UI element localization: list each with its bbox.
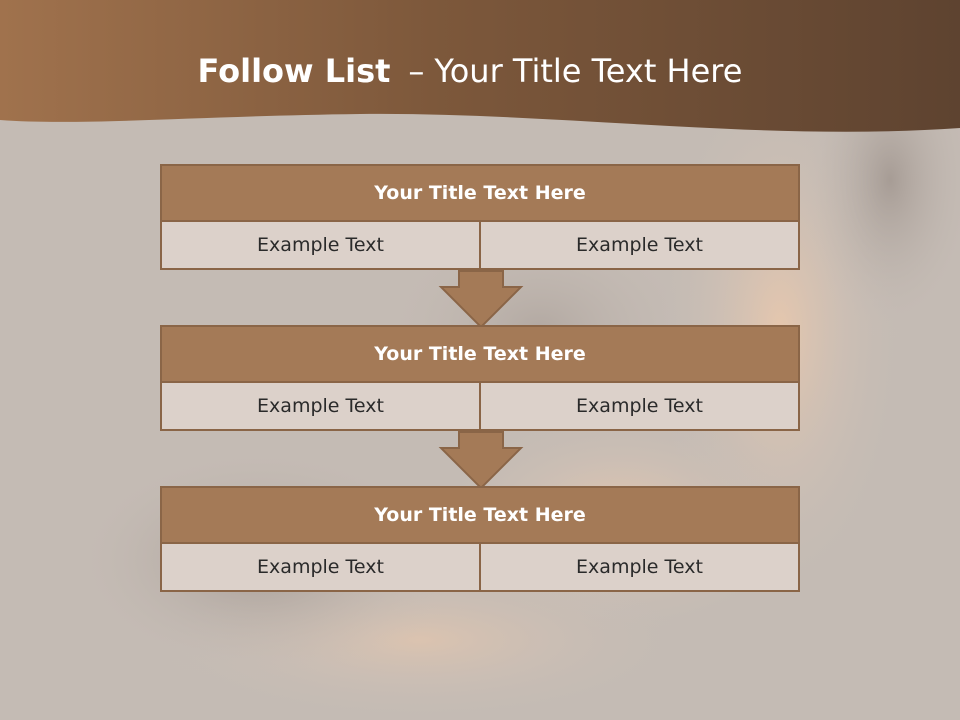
step-title-1: Your Title Text Here [162, 166, 798, 222]
page-title: Follow List–Your Title Text Here [0, 52, 940, 90]
title-dash: – [408, 52, 425, 90]
title-bold: Follow List [197, 52, 391, 90]
step-2-left-text: Example Text [257, 395, 384, 417]
step-2-right-text: Example Text [479, 383, 798, 429]
step-title-2: Your Title Text Here [162, 327, 798, 383]
step-row-2: Example Text Example Text [162, 383, 798, 429]
step-row-3: Example Text Example Text [162, 544, 798, 590]
step-box-3: Your Title Text Here Example Text Exampl… [160, 486, 800, 592]
arrow-down-icon [438, 270, 524, 329]
step-title-3: Your Title Text Here [162, 488, 798, 544]
step-row-1: Example Text Example Text [162, 222, 798, 268]
step-3-left-text: Example Text [257, 556, 384, 578]
step-1-left-text: Example Text [257, 234, 384, 256]
step-box-1: Your Title Text Here Example Text Exampl… [160, 164, 800, 270]
step-box-2: Your Title Text Here Example Text Exampl… [160, 325, 800, 431]
arrow-down-icon [438, 431, 524, 490]
title-rest: Your Title Text Here [434, 52, 743, 90]
step-1-right-text: Example Text [479, 222, 798, 268]
step-3-right-text: Example Text [479, 544, 798, 590]
